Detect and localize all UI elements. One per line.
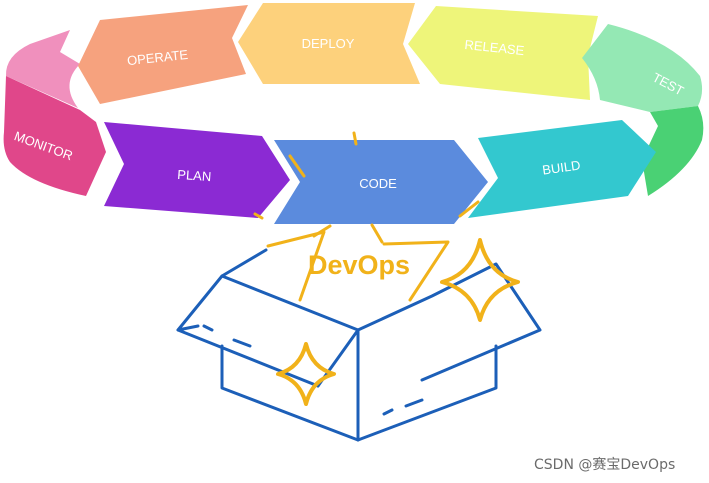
label-code: CODE xyxy=(359,176,397,191)
segment-monitor xyxy=(3,76,107,196)
segment-release xyxy=(408,6,598,100)
sparkle-rays xyxy=(253,131,480,302)
segment-test xyxy=(582,24,703,112)
monitor-top-face xyxy=(5,30,80,108)
label-plan: PLAN xyxy=(177,167,212,184)
segment-plan xyxy=(104,122,290,218)
label-build: BUILD xyxy=(541,157,581,177)
label-deploy: DEPLOY xyxy=(302,36,355,51)
label-release: RELEASE xyxy=(464,37,526,58)
watermark: CSDN @赛宝DevOps xyxy=(534,457,676,473)
label-operate: OPERATE xyxy=(126,47,189,68)
devops-title: DevOps xyxy=(308,250,410,280)
sparkle-small-icon xyxy=(276,342,336,406)
test-side-face xyxy=(642,106,704,196)
sparkle-large-icon xyxy=(440,238,520,322)
segment-operate xyxy=(78,5,248,104)
segment-deploy xyxy=(238,3,420,84)
segment-build xyxy=(468,120,656,218)
open-box-icon xyxy=(176,248,542,442)
segment-code xyxy=(274,140,488,224)
